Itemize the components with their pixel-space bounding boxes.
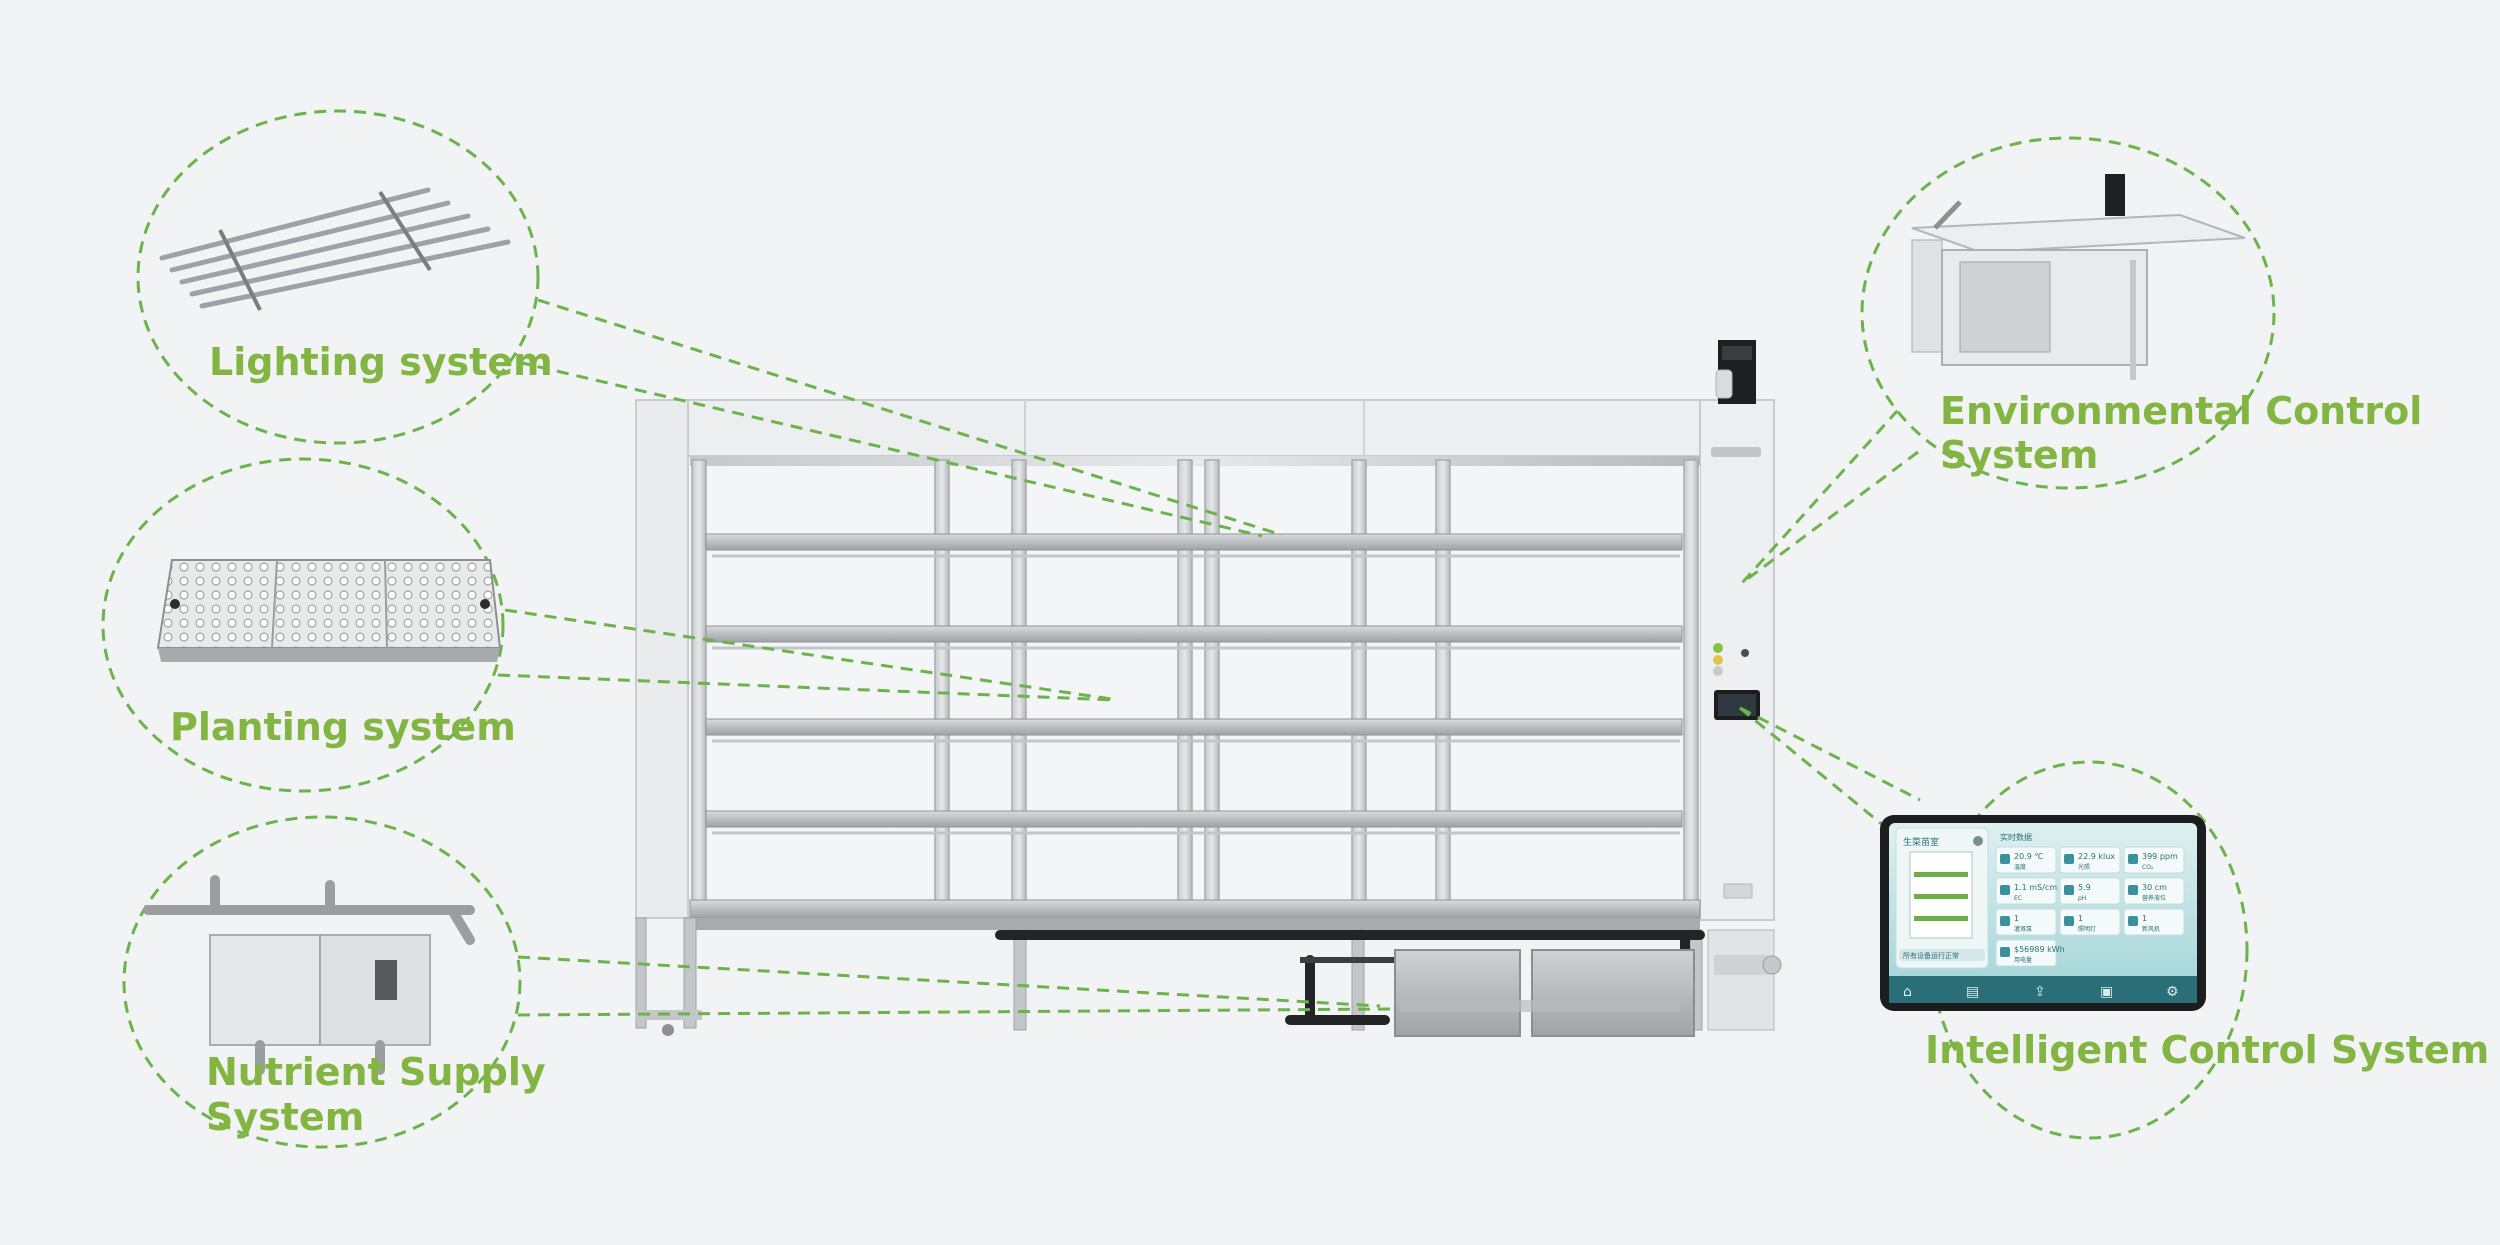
metric-card: 20.9 ℃ 温度 [1995,846,2057,874]
environmental-control-label-line1: Environmental Control [1940,389,2422,433]
metric-icon [2128,854,2138,864]
metric-icon [2000,916,2010,926]
nutrient-supply-callout: Nutrient Supply System [122,815,546,1149]
metric-card: 1 照明灯 [2059,908,2121,936]
metric-label: 灌溉泵 [2014,925,2032,933]
metric-icon [2128,885,2138,895]
nutrient-supply-label-line1: Nutrient Supply [206,1050,546,1094]
planting-connector-lower [497,673,1116,702]
planting-system-label: Planting system [170,705,516,749]
nutrient-connector-upper [517,955,1381,1008]
metric-label: pH [2078,895,2086,902]
tablet-close-icon[interactable] [1973,836,1983,846]
intelligent-control-callout: 生菜苗室 所有设备运行正常 实时数据 20.9 ℃ 温度 22.9 klux 光照 39… [1880,760,2489,1140]
metric-icon [2128,916,2138,926]
metric-card: 30 cm 营养液位 [2123,877,2185,905]
metric-value: $56989 kWh [2014,945,2065,954]
environmental-connector-lower [1741,450,1919,585]
metric-label: 照明灯 [2078,925,2096,933]
metric-label: CO₂ [2142,864,2154,871]
metric-label: EC [2014,895,2022,902]
intelligent-control-label: Intelligent Control System [1925,1028,2489,1072]
tablet-panel-title: 生菜苗室 [1903,836,1939,848]
metric-label: 光照 [2078,863,2090,871]
upload-icon[interactable]: ⇪ [2034,984,2046,1000]
metric-value: 1 [2078,914,2083,923]
image-icon[interactable]: ▣ [2100,984,2113,1000]
metric-label: 新风机 [2142,925,2160,933]
metric-card: 5.9 pH [2059,877,2121,905]
metric-card: 1 灌溉泵 [1995,908,2057,936]
metric-value: 1.1 mS/cm [2014,883,2057,892]
metric-icon [2000,854,2010,864]
metric-card: $56989 kWh 用电量 [1995,939,2065,967]
environmental-control-label-line2: System [1940,433,2098,477]
planting-tray-image [156,559,502,662]
control-tablet: 生菜苗室 所有设备运行正常 实时数据 20.9 ℃ 温度 22.9 klux 光照 39… [1880,815,2206,1011]
intelligent-connector-upper [1739,706,1921,802]
metric-value: 30 cm [2142,883,2167,892]
metric-icon [2000,947,2010,957]
metric-card: 22.9 klux 光照 [2059,846,2121,874]
metric-value: 399 ppm [2142,852,2178,861]
tablet-panel-status: 所有设备运行正常 [1903,951,1959,960]
connector-lines [497,298,1921,1017]
metric-label: 用电量 [2014,956,2032,964]
metric-icon [2000,885,2010,895]
metric-label: 营养液位 [2142,894,2166,902]
lighting-connector-lower [517,360,1263,538]
lighting-connector-upper [537,298,1283,537]
home-icon[interactable]: ⌂ [1903,984,1912,1000]
metric-value: 5.9 [2078,883,2091,892]
lighting-system-callout: Lighting system [136,109,553,445]
metric-icon [2064,916,2074,926]
intelligent-connector-lower [1739,706,1896,837]
planting-connector-upper [504,608,1119,702]
lighting-system-label: Lighting system [209,340,553,384]
list-icon[interactable]: ▤ [1966,984,1979,1000]
metric-label: 温度 [2014,863,2026,871]
nutrient-supply-label-line2: System [206,1095,364,1139]
metric-value: 22.9 klux [2078,852,2115,861]
metric-icon [2064,854,2074,864]
planting-system-callout: Planting system [101,457,516,793]
environmental-unit-image [1911,174,2246,380]
environmental-control-callout: Environmental Control System [1860,136,2422,490]
grow-cabinet [635,340,1782,1037]
metric-value: 1 [2142,914,2147,923]
tablet-metrics-header: 实时数据 [2000,832,2032,842]
metric-value: 1 [2014,914,2019,923]
nutrient-tank-image [143,875,475,1075]
metric-value: 20.9 ℃ [2014,852,2043,861]
nutrient-connector-lower [517,1007,1393,1017]
metric-card: 1 新风机 [2123,908,2185,936]
metric-icon [2064,885,2074,895]
settings-icon[interactable]: ⚙ [2166,984,2179,1000]
